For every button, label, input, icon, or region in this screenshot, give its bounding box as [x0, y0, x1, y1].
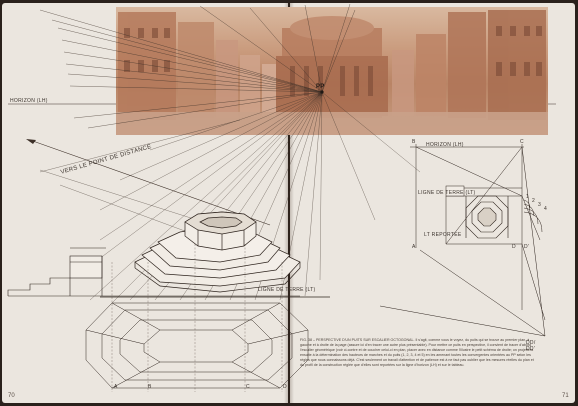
step-number-1: 1 [526, 194, 530, 200]
ground-line-label-right: LIGNE DE TERRE (LT) [418, 190, 476, 196]
step-number-3: 3 [538, 202, 542, 208]
right-letter-d: D [512, 244, 516, 250]
vanishing-lines-lower [89, 91, 421, 306]
plan-letter-b: B [148, 384, 152, 390]
page-number-right: 71 [562, 393, 569, 399]
painting-pavement [116, 112, 548, 135]
distance-line-4 [39, 119, 241, 173]
painting-buildings [118, 10, 546, 120]
vanishing-lines-upper [39, 3, 356, 129]
distance-arrow-icon [26, 139, 36, 144]
pp-label: PP [316, 84, 325, 90]
page-number-left: 70 [8, 393, 15, 399]
dd-label: DD/ DD' [526, 340, 536, 352]
right-octagon-plan [465, 195, 509, 239]
plan-letter-d: D [283, 384, 287, 390]
stair-elevation [7, 247, 300, 297]
right-letter-c: C [520, 139, 524, 145]
plan-letter-a: A [114, 384, 118, 390]
lt-rotated-label: LT REPORTEE [424, 232, 462, 238]
right-letter-a: A [412, 244, 416, 250]
book-gutter [284, 3, 294, 403]
octagonal-well [184, 211, 257, 251]
figure-caption: FIG. 38 – PERSPECTIVE D'UN PUITS SUR ESC… [300, 338, 534, 367]
right-letter-d-prime: D' [524, 244, 530, 250]
right-letter-b: B [412, 139, 416, 145]
ground-line-label: LIGNE DE TERRE (LT) [258, 287, 316, 293]
octagon-plan [85, 302, 309, 389]
plan-projection-lines [111, 244, 283, 392]
step-number-2: 2 [532, 198, 536, 204]
distance-point-line [29, 139, 271, 226]
right-construction [379, 144, 546, 337]
horizon-label-left: HORIZON (LH) [10, 98, 48, 104]
plan-letter-c: C [246, 384, 250, 390]
horizon-label-right: HORIZON (LH) [426, 142, 464, 148]
right-step-profile [523, 199, 543, 233]
step-number-4: 4 [544, 206, 548, 212]
figure-caption-block: FIG. 38 – PERSPECTIVE D'UN PUITS SUR ESC… [300, 338, 538, 398]
pp-point-icon [320, 90, 324, 94]
